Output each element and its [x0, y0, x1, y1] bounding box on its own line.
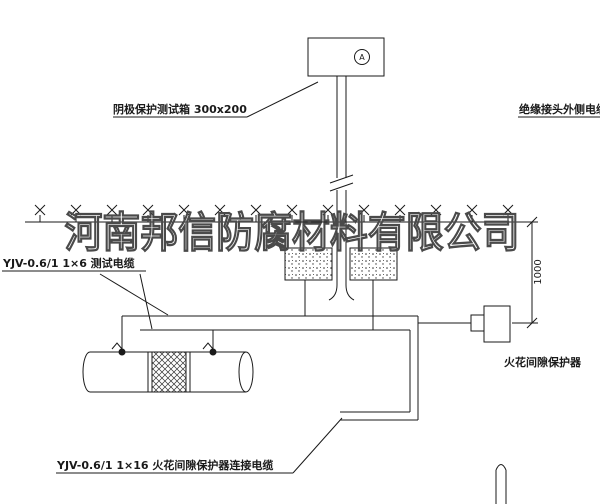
block-cable-drops	[304, 280, 374, 330]
spark-gap-protector	[483, 305, 511, 343]
ground-hatch-mark	[34, 204, 46, 222]
ground-hatch-mark	[358, 204, 370, 222]
ground-hatch-mark	[106, 204, 118, 222]
dimension-line	[512, 216, 538, 329]
ground-hatch-mark	[322, 204, 334, 222]
dimension-text: 1000	[533, 259, 544, 284]
meter-circle	[354, 49, 370, 65]
test-cable-leaders	[2, 270, 169, 330]
cable-run-upper	[121, 315, 418, 350]
ground-hatch-mark	[70, 204, 82, 222]
riser-cable-splay	[328, 284, 355, 301]
ground-hatch-mark	[394, 204, 406, 222]
test-cable-label: YJV-0.6/1 1×6 测试电缆	[2, 256, 135, 270]
company-watermark: 河南邦信防腐材料有限公司	[65, 208, 520, 257]
cable-run-right	[340, 316, 419, 421]
weld-point-left	[118, 348, 126, 356]
outer-cable-label: 绝缘接头外侧电缆	[519, 102, 600, 116]
test-box-label: 阴极保护测试箱 300x200	[113, 102, 247, 116]
ground-hatch-mark	[250, 204, 262, 222]
meter-letter: A	[359, 53, 365, 62]
connect-cable-label: YJV-0.6/1 1×16 火花间隙保护器连接电缆	[56, 458, 273, 472]
ground-hatch-mark	[214, 204, 226, 222]
ground-hatch-marks	[34, 204, 514, 222]
insulating-joint	[151, 351, 187, 393]
pipe-right-cap	[238, 351, 254, 393]
ground-hatch-mark	[286, 204, 298, 222]
connect-cable-leader	[56, 417, 343, 474]
test-box-leader	[113, 81, 319, 118]
joint-flange-lines	[147, 352, 191, 392]
cable-run-lower	[140, 329, 410, 350]
weld-point-right	[209, 348, 217, 356]
pipe-left-cap	[82, 351, 91, 393]
ground-hatch-mark	[142, 204, 154, 222]
spark-gap-label: 火花间隙保护器	[504, 355, 582, 369]
riser-conduit	[336, 76, 347, 285]
ground-hatch-mark	[178, 204, 190, 222]
concrete-block-right	[349, 247, 398, 281]
ground-hatch-mark	[502, 204, 514, 222]
spark-gap-stub	[470, 314, 485, 332]
concrete-block-left	[284, 247, 333, 281]
conduit-break-mark	[329, 174, 354, 192]
ground-hatch-mark	[430, 204, 442, 222]
ground-hatch-mark	[466, 204, 478, 222]
weld-symbols	[111, 342, 214, 350]
test-box	[307, 37, 385, 77]
riser-symbol	[495, 464, 507, 504]
